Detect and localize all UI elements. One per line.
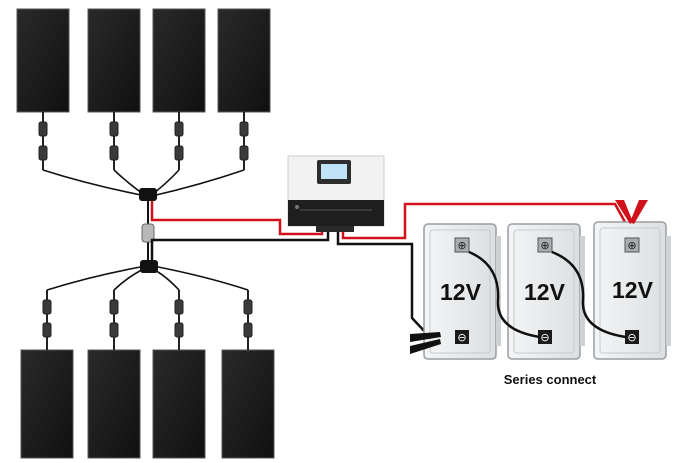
positive-clamp-icon (615, 200, 648, 224)
inline-fuse (141, 223, 155, 243)
negative-clamp-icon (410, 332, 441, 354)
negative-terminal-symbol: ⊖ (627, 331, 636, 344)
battery-voltage-label: 12V (440, 279, 482, 305)
solar-panel (20, 349, 74, 459)
battery-voltage-label: 12V (612, 277, 654, 303)
battery-negative-wire (336, 232, 429, 336)
positive-terminal-symbol: ⊕ (540, 239, 549, 252)
bottom-combiner-connector (140, 260, 158, 273)
bottom-panel-row (20, 349, 275, 459)
solar-panel (87, 349, 141, 459)
solar-panel (16, 8, 70, 113)
top-panel-row (16, 8, 271, 113)
solar-panel (152, 8, 206, 113)
pv-negative-wire (150, 226, 330, 260)
solar-panel (217, 8, 271, 113)
negative-terminal-symbol: ⊖ (457, 331, 466, 344)
charge-controller-icon (287, 155, 385, 232)
battery-voltage-label: 12V (524, 279, 566, 305)
negative-terminal-symbol: ⊖ (540, 331, 549, 344)
solar-panel (87, 8, 141, 113)
bottom-connectors (42, 290, 253, 350)
series-connect-caption: Series connect (503, 372, 597, 387)
solar-panel (221, 349, 275, 459)
battery-terminals (454, 237, 640, 344)
battery-positive-wire (341, 202, 627, 240)
positive-terminal-symbol: ⊕ (627, 239, 636, 252)
solar-panel (152, 349, 206, 459)
top-combiner-connector (139, 188, 157, 201)
series-jumper-cables (468, 250, 627, 339)
positive-terminal-symbol: ⊕ (457, 239, 466, 252)
pv-positive-wire (150, 201, 324, 236)
top-connectors (38, 112, 249, 170)
